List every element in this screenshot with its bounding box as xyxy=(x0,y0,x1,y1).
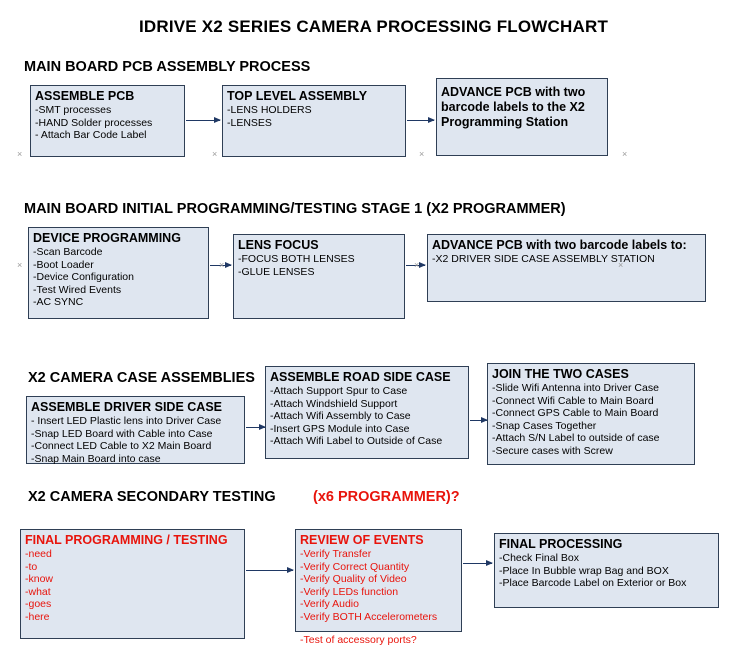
box-title: TOP LEVEL ASSEMBLY xyxy=(227,89,368,103)
list-item: -goes xyxy=(25,598,52,611)
box-title: ASSEMBLE PCB xyxy=(35,89,135,103)
box-items: - Insert LED Plastic lens into Driver Ca… xyxy=(27,414,244,465)
list-item: -Attach Support Spur to Case xyxy=(270,385,408,397)
box-title: DEVICE PROGRAMMING xyxy=(33,231,181,245)
arrow-road-case-to-join xyxy=(470,417,488,423)
box-title: ADVANCE PCB with two barcode labels to t… xyxy=(441,85,586,129)
box-title: FINAL PROCESSING xyxy=(499,537,623,551)
box-assemble-driver-side-case[interactable]: ASSEMBLE DRIVER SIDE CASE - Insert LED P… xyxy=(26,396,245,465)
page-title: IDRIVE X2 SERIES CAMERA PROCESSING FLOWC… xyxy=(138,17,609,36)
box-device-programming[interactable]: DEVICE PROGRAMMING -Scan Barcode -Boot L… xyxy=(28,227,209,319)
list-item: -Connect Wifi Cable to Main Board xyxy=(492,394,654,407)
list-item: -Connect GPS Cable to Main Board xyxy=(492,407,659,420)
arrow-review-to-final-processing xyxy=(463,560,493,566)
list-item: -Verify LEDs function xyxy=(300,585,399,598)
list-item: -AC SYNC xyxy=(33,296,84,309)
list-item: -to xyxy=(25,560,38,573)
box-top-level-assembly[interactable]: TOP LEVEL ASSEMBLY -LENS HOLDERS -LENSES xyxy=(222,85,406,157)
list-item: -need xyxy=(25,548,52,560)
box-title: LENS FOCUS xyxy=(238,238,319,252)
box-items: -FOCUS BOTH LENSES -GLUE LENSES xyxy=(234,252,404,278)
list-item: -Verify Transfer xyxy=(300,548,372,560)
section-heading-1: MAIN BOARD PCB ASSEMBLY PROCESS xyxy=(24,59,311,75)
list-item: -know xyxy=(25,573,54,586)
box-title: FINAL PROGRAMMING / TESTING xyxy=(25,533,228,547)
box-items: -Attach Support Spur to Case -Attach Win… xyxy=(266,384,468,448)
box-advance-pcb-driver-side[interactable]: ADVANCE PCB with two barcode labels to: … xyxy=(427,234,706,302)
list-item: -FOCUS BOTH LENSES xyxy=(238,253,355,265)
box-items: -Slide Wifi Antenna into Driver Case -Co… xyxy=(488,381,694,458)
box-join-the-two-cases[interactable]: JOIN THE TWO CASES -Slide Wifi Antenna i… xyxy=(487,363,695,465)
arrow-pcb-to-top-level xyxy=(186,117,221,123)
list-item: -Slide Wifi Antenna into Driver Case xyxy=(492,382,659,394)
box-items: -Verify Transfer -Verify Correct Quantit… xyxy=(296,547,461,646)
list-item: -Secure cases with Screw xyxy=(492,444,613,457)
list-item: -Snap Main Board into case xyxy=(31,452,161,465)
list-item: -Snap LED Board with Cable into Case xyxy=(31,427,213,440)
list-item: -Test Wired Events xyxy=(33,283,122,296)
arrow-final-programming-to-review xyxy=(246,567,294,573)
list-item: -Attach S/N Label to outside of case xyxy=(492,432,660,445)
box-review-of-events[interactable]: REVIEW OF EVENTS -Verify Transfer -Verif… xyxy=(295,529,462,646)
list-item: -Snap Cases Together xyxy=(492,419,597,432)
tick-row-2: × × × × xyxy=(17,260,624,270)
list-item: -Verify BOTH Accelerometers xyxy=(300,610,438,623)
section-heading-4-suffix: (x6 PROGRAMMER)? xyxy=(313,489,460,505)
tick-row-1: × × × × xyxy=(17,149,628,159)
list-item: -here xyxy=(25,610,50,623)
arrow-lens-focus-to-advance xyxy=(406,262,426,268)
list-item: -Verify Quality of Video xyxy=(300,573,407,586)
list-item: -Attach Wifi Label to Outside of Case xyxy=(270,435,443,448)
box-items: -LENS HOLDERS -LENSES xyxy=(223,103,405,129)
list-item: -LENSES xyxy=(227,116,272,129)
box-title: REVIEW OF EVENTS xyxy=(300,533,424,547)
box-title: JOIN THE TWO CASES xyxy=(492,367,629,381)
box-title: ADVANCE PCB with two barcode labels to: xyxy=(432,238,687,252)
box-final-programming-testing[interactable]: FINAL PROGRAMMING / TESTING -need -to -k… xyxy=(20,529,245,639)
box-items: -SMT processes -HAND Solder processes - … xyxy=(31,103,184,142)
list-item: -Attach Wifi Assembly to Case xyxy=(270,410,411,423)
list-item: -HAND Solder processes xyxy=(35,116,153,129)
list-item: -Connect LED Cable to X2 Main Board xyxy=(31,440,212,453)
list-item: -Device Configuration xyxy=(33,271,134,284)
list-item: -Verify Correct Quantity xyxy=(300,560,410,573)
box-title: ASSEMBLE DRIVER SIDE CASE xyxy=(31,400,223,414)
arrow-top-level-to-advance xyxy=(407,117,435,123)
list-item: -Scan Barcode xyxy=(33,246,103,258)
box-advance-pcb-programming-station[interactable]: ADVANCE PCB with two barcode labels to t… xyxy=(436,78,608,156)
list-item: -Verify Audio xyxy=(300,598,359,611)
section-heading-3: X2 CAMERA CASE ASSEMBLIES xyxy=(28,370,255,386)
section-heading-4: X2 CAMERA SECONDARY TESTING xyxy=(28,489,276,505)
box-assemble-pcb[interactable]: ASSEMBLE PCB -SMT processes -HAND Solder… xyxy=(30,85,185,157)
list-item: - Insert LED Plastic lens into Driver Ca… xyxy=(31,415,222,427)
list-item: -Test of accessory ports? xyxy=(300,634,417,646)
list-item: - Attach Bar Code Label xyxy=(35,129,147,142)
box-items: -X2 DRIVER SIDE CASE ASSEMBLY STATION xyxy=(428,252,705,266)
list-item: -GLUE LENSES xyxy=(238,265,315,278)
list-item: -Place Barcode Label on Exterior or Box xyxy=(499,577,687,590)
box-final-processing[interactable]: FINAL PROCESSING -Check Final Box -Place… xyxy=(494,533,719,608)
list-item: -Boot Loader xyxy=(33,258,94,271)
list-item: -what xyxy=(25,585,51,598)
arrow-driver-case-to-road-case xyxy=(246,424,266,430)
section-heading-2: MAIN BOARD INITIAL PROGRAMMING/TESTING S… xyxy=(24,201,566,217)
list-item: -SMT processes xyxy=(35,104,112,116)
list-item: -X2 DRIVER SIDE CASE ASSEMBLY STATION xyxy=(432,253,655,265)
box-assemble-road-side-case[interactable]: ASSEMBLE ROAD SIDE CASE -Attach Support … xyxy=(265,366,469,459)
list-item: -Insert GPS Module into Case xyxy=(270,422,410,435)
box-items: -Check Final Box -Place In Bubble wrap B… xyxy=(495,551,718,590)
list-item: -Check Final Box xyxy=(499,552,579,564)
list-item: -Attach Windshield Support xyxy=(270,397,398,410)
box-items: -need -to -know -what -goes -here xyxy=(21,547,244,624)
list-item: -LENS HOLDERS xyxy=(227,104,312,116)
box-items: -Scan Barcode -Boot Loader -Device Confi… xyxy=(29,245,208,309)
box-title: ASSEMBLE ROAD SIDE CASE xyxy=(270,370,451,384)
box-lens-focus[interactable]: LENS FOCUS -FOCUS BOTH LENSES -GLUE LENS… xyxy=(233,234,405,319)
list-item: -Place In Bubble wrap Bag and BOX xyxy=(499,564,669,577)
arrow-device-to-lens-focus xyxy=(210,262,232,268)
